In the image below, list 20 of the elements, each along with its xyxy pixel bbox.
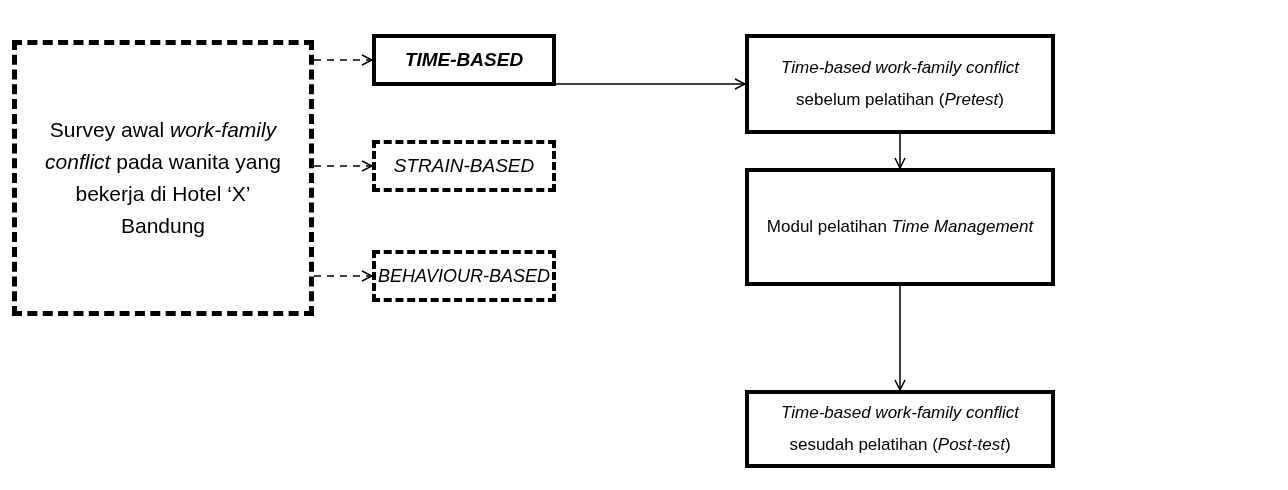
process-box [372, 34, 556, 86]
node-text: TIME-BASED [404, 47, 524, 72]
node-text: Modul pelatihan Time Management [766, 216, 1034, 238]
node-text: Time-based work-family conflict sesudah pelatihan (Post-test) [780, 402, 1021, 456]
process-box [372, 250, 556, 302]
process-box [372, 140, 556, 192]
arrow [894, 285, 906, 391]
node-text: BEHAVIOUR-BASED [377, 264, 550, 288]
process-box [745, 390, 1055, 468]
arrow [313, 160, 373, 172]
process-box [12, 40, 314, 316]
arrow [894, 133, 906, 169]
process-box [745, 168, 1055, 286]
arrow [313, 54, 373, 66]
arrow [313, 270, 373, 282]
node-text: STRAIN-BASED [393, 153, 535, 178]
arrow [555, 78, 746, 90]
node-text: Time-based work-family conflict sebelum pelatihan (Pretest) [780, 57, 1021, 111]
node-text: Survey awal work-family conflict pada wanita yang bekerja di Hotel ‘X’ Bandung [44, 117, 282, 239]
process-box [745, 34, 1055, 134]
